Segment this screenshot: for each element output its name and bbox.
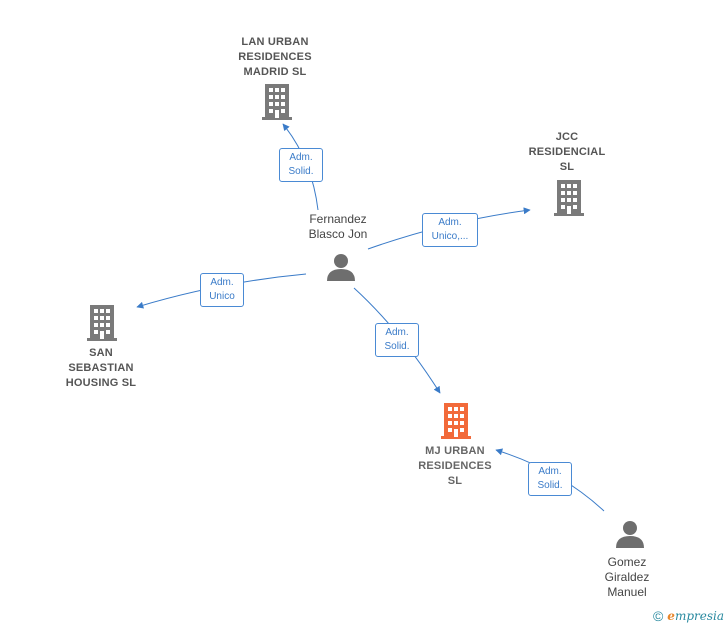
- edge-label-jcc[interactable]: Adm. Unico,...: [422, 213, 478, 247]
- node-label-san-sebastian[interactable]: SAN SEBASTIAN HOUSING SL: [65, 347, 137, 389]
- person-icon[interactable]: [615, 520, 645, 548]
- node-label-gomez[interactable]: Gomez Giraldez Manuel: [604, 555, 650, 599]
- building-icon[interactable]: [554, 180, 584, 216]
- building-icon[interactable]: [87, 305, 117, 341]
- node-label-fernandez[interactable]: Fernandez Blasco Jon: [308, 212, 368, 241]
- person-icon[interactable]: [326, 253, 356, 281]
- copyright-icon: ©: [652, 608, 664, 624]
- node-label-mj-urban[interactable]: MJ URBAN RESIDENCES SL: [418, 445, 492, 487]
- building-icon[interactable]: [441, 403, 471, 439]
- footer-brand: © empresia: [653, 608, 724, 624]
- edge-label-mj[interactable]: Adm. Solid.: [375, 323, 419, 357]
- brand-logo[interactable]: empresia: [667, 609, 724, 623]
- edge-label-gomez-mj[interactable]: Adm. Solid.: [528, 462, 572, 496]
- edge-label-san[interactable]: Adm. Unico: [200, 273, 244, 307]
- building-icon[interactable]: [262, 84, 292, 120]
- node-label-jcc[interactable]: JCC RESIDENCIAL SL: [528, 131, 606, 173]
- node-label-lan-urban[interactable]: LAN URBAN RESIDENCES MADRID SL: [238, 36, 312, 78]
- edge-label-lan[interactable]: Adm. Solid.: [279, 148, 323, 182]
